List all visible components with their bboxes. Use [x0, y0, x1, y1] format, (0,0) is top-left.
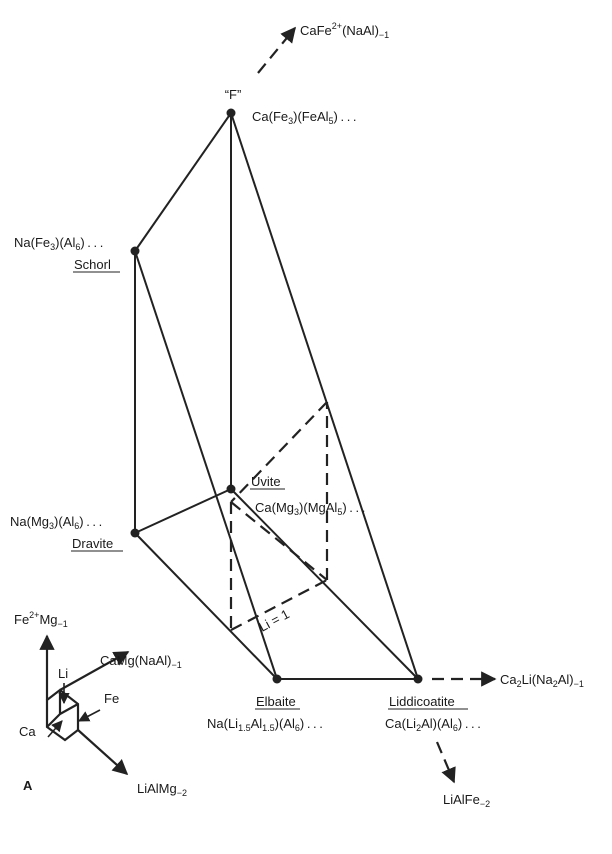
edge-dravite-elbaite — [134, 532, 278, 680]
schorl-formula: Na(Fe3)(Al6) . . . — [14, 235, 103, 252]
liddicoatite-name: Liddicoatite — [389, 694, 455, 709]
inset-label-up: Fe2+Mg−1 — [14, 610, 68, 629]
vertex-schorl — [130, 246, 140, 256]
panel-label: A — [23, 778, 33, 793]
inset-axis-down — [77, 729, 129, 776]
plane-label: Li = 1 — [256, 606, 291, 634]
liddicoatite-formula: Ca(Li2Al)(Al6) . . . — [385, 716, 481, 733]
schorl-name: Schorl — [74, 257, 111, 272]
vertex-f — [226, 108, 236, 118]
inset-axis-diag — [59, 651, 130, 691]
vertex-elbaite — [272, 674, 282, 684]
edge-uvite-dravite — [134, 488, 232, 534]
uvite-formula: Ca(Mg3)(MgAl5) . . . — [255, 500, 365, 517]
exchange-label-right: Ca2Li(Na2Al)−1 — [500, 672, 584, 689]
plane-edge-top — [230, 401, 328, 503]
inset-label-li: Li — [58, 666, 68, 681]
plane-edge-front — [230, 501, 328, 581]
inset-label-ca: Ca — [19, 724, 36, 739]
uvite-name: Uvite — [251, 474, 281, 489]
inset-label-fe: Fe — [104, 691, 119, 706]
f-end-member-name: “F” — [225, 87, 242, 102]
vertex-dots — [130, 108, 423, 684]
li-equals-one-plane: Li = 1 — [229, 401, 329, 635]
exchange-arrow-bottom — [435, 741, 456, 784]
inset-arrow-ca — [47, 720, 63, 738]
inset-label-down: LiAlMg−2 — [137, 781, 187, 798]
exchange-label-bottom: LiAlFe−2 — [443, 792, 490, 809]
vertex-liddicoatite — [413, 674, 423, 684]
polyhedron-solid-edges — [134, 112, 419, 680]
vertex-dravite — [130, 528, 140, 538]
axis-inset: Fe2+Mg−1 CaMg(NaAl)−1 LiAlMg−2 Li Fe Ca — [14, 610, 187, 798]
edge-uvite-liddicoatite — [230, 488, 419, 680]
edge-f-schorl — [134, 112, 232, 252]
dravite-name: Dravite — [72, 536, 113, 551]
f-formula: Ca(Fe3)(FeAl5) . . . — [252, 109, 357, 126]
elbaite-name: Elbaite — [256, 694, 296, 709]
inset-arrow-fe — [78, 709, 101, 722]
edge-schorl-elbaite — [134, 250, 278, 680]
edge-f-liddicoatite — [230, 112, 419, 680]
inset-label-diag: CaMg(NaAl)−1 — [100, 653, 182, 670]
elbaite-formula: Na(Li1.5Al1.5)(Al6) . . . — [207, 716, 323, 733]
dravite-formula: Na(Mg3)(Al6) . . . — [10, 514, 102, 531]
exchange-arrow-top — [257, 26, 296, 74]
vertex-uvite — [226, 484, 236, 494]
exchange-label-top: CaFe2+(NaAl)−1 — [300, 21, 389, 40]
